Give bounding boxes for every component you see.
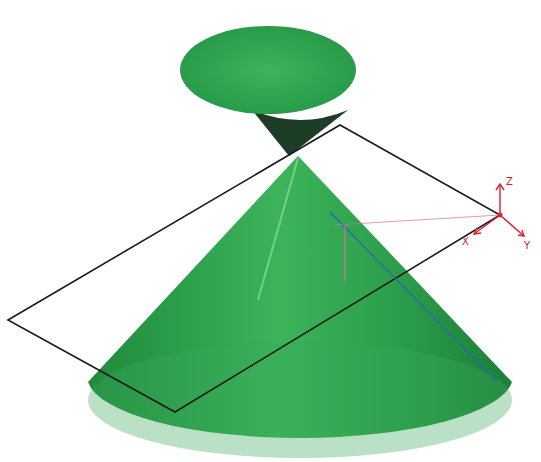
axis-label: X bbox=[462, 236, 469, 248]
axis-label: Z bbox=[506, 176, 513, 188]
axis-label: Y bbox=[524, 240, 530, 252]
